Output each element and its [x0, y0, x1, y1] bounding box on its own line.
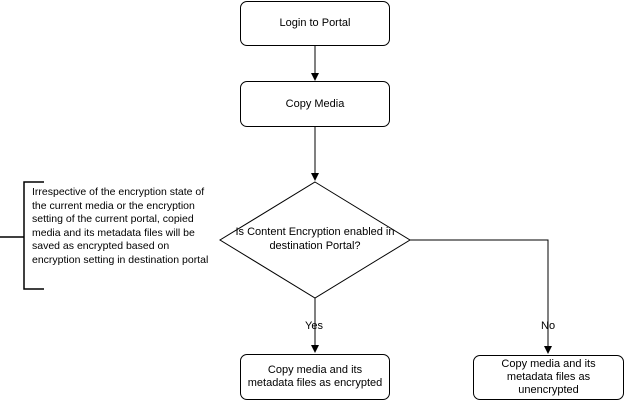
login-node[interactable]: Login to Portal [240, 1, 390, 46]
yes-edge-label: Yes [305, 320, 323, 332]
edge-decision-no [410, 239, 552, 354]
encrypted-node-label: Copy media and its metadata files as enc… [247, 364, 383, 389]
login-node-label: Login to Portal [279, 17, 351, 29]
copy-media-node-label: Copy Media [285, 97, 345, 110]
copy-media-node[interactable]: Copy Media [240, 81, 390, 127]
annotation-bracket [23, 181, 44, 290]
no-edge-label: No [541, 320, 556, 332]
annotation-note: Irrespective of the encryption state of … [32, 186, 209, 266]
encrypted-node[interactable]: Copy media and its metadata files as enc… [240, 354, 390, 400]
decision-label: Is Content Encryption enabled in destina… [235, 226, 395, 252]
unencrypted-node-label: Copy media and its metadata files as une… [501, 358, 596, 396]
unencrypted-node[interactable]: Copy media and its metadata files as une… [473, 355, 624, 400]
